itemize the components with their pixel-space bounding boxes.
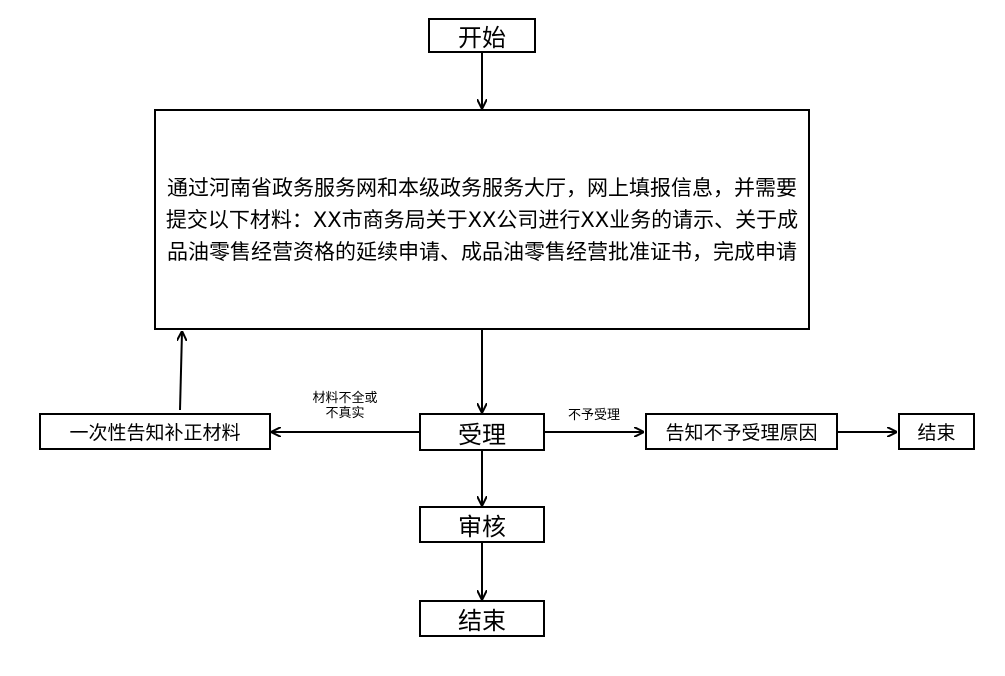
request-node: 通过河南省政务服务网和本级政务服务大厅，网上填报信息，并需要提交以下材料：XX市… bbox=[154, 109, 810, 330]
edge-label-incomplete-line1: 材料不全或 bbox=[312, 391, 378, 406]
reject-reason-node: 告知不予受理原因 bbox=[645, 413, 838, 450]
edge-label-incomplete-line2: 不真实 bbox=[325, 406, 365, 421]
request-node-text: 通过河南省政务服务网和本级政务服务大厅，网上填报信息，并需要提交以下材料：XX市… bbox=[165, 175, 799, 264]
arrow-supplement-to-request bbox=[180, 332, 182, 411]
supplement-materials-node: 一次性告知补正材料 bbox=[39, 413, 271, 450]
end-node-bottom: 结束 bbox=[419, 600, 545, 637]
review-node: 审核 bbox=[419, 506, 545, 543]
edge-label-incomplete: 材料不全或 不真实 bbox=[295, 391, 395, 421]
end-node-right: 结束 bbox=[898, 413, 975, 450]
accept-node: 受理 bbox=[419, 413, 545, 451]
edge-label-not-accepted: 不予受理 bbox=[567, 408, 620, 423]
start-node: 开始 bbox=[428, 18, 536, 53]
